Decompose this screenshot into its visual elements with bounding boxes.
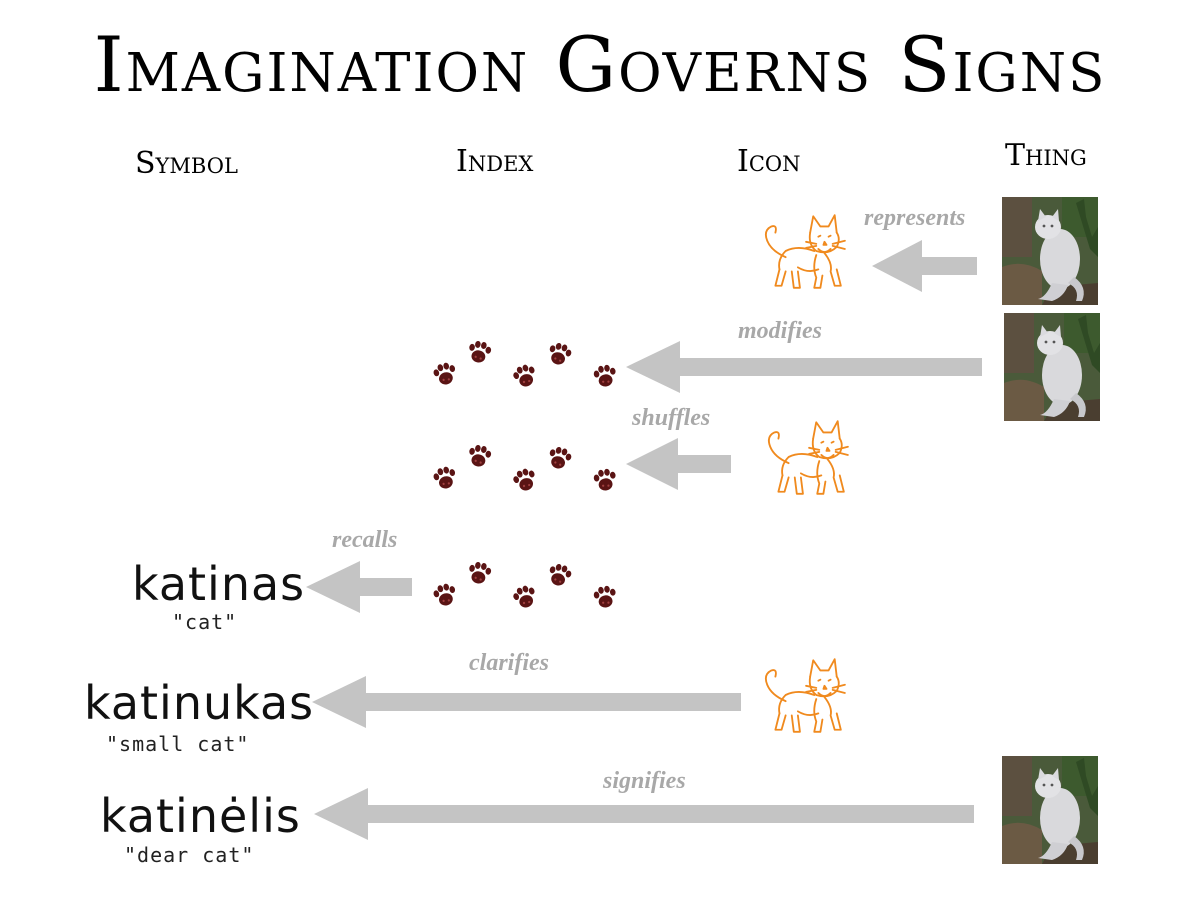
symbol-gloss-katinas: "cat"	[172, 610, 238, 634]
verb-recalls: recalls	[332, 527, 398, 553]
paw-prints-icon	[432, 336, 622, 396]
cat-photo-icon	[1002, 197, 1098, 305]
cat-sketch-icon	[764, 658, 846, 733]
column-header-index: Index	[456, 144, 534, 179]
paw-prints-icon	[432, 557, 622, 617]
arrow-shuffles	[626, 438, 731, 490]
arrow-recalls	[306, 561, 412, 613]
cat-sketch-icon	[764, 214, 846, 289]
symbol-word-katinas: katinas	[132, 557, 306, 611]
cat-photo-icon	[1002, 756, 1098, 864]
cat-sketch-icon	[767, 420, 849, 495]
page-title: Imagination Governs Signs	[93, 20, 1107, 109]
symbol-word-katinukas: katinukas	[84, 676, 315, 730]
arrow-represents	[872, 240, 977, 292]
symbol-gloss-katinukas: "small cat"	[106, 732, 250, 756]
symbol-gloss-katinelis: "dear cat"	[124, 843, 255, 867]
arrow-signifies	[314, 788, 974, 840]
arrow-clarifies	[312, 676, 741, 728]
column-header-symbol: Symbol	[135, 146, 238, 181]
arrow-modifies	[626, 341, 982, 393]
column-header-thing: Thing	[1005, 138, 1087, 173]
verb-clarifies: clarifies	[469, 650, 549, 676]
paw-prints-icon	[432, 440, 622, 500]
verb-modifies: modifies	[738, 318, 822, 344]
verb-represents: represents	[864, 205, 966, 231]
symbol-word-katinelis: katinėlis	[100, 789, 301, 843]
verb-shuffles: shuffles	[632, 405, 711, 431]
cat-photo-icon	[1004, 313, 1100, 421]
column-header-icon: Icon	[737, 144, 801, 179]
verb-signifies: signifies	[603, 768, 686, 794]
